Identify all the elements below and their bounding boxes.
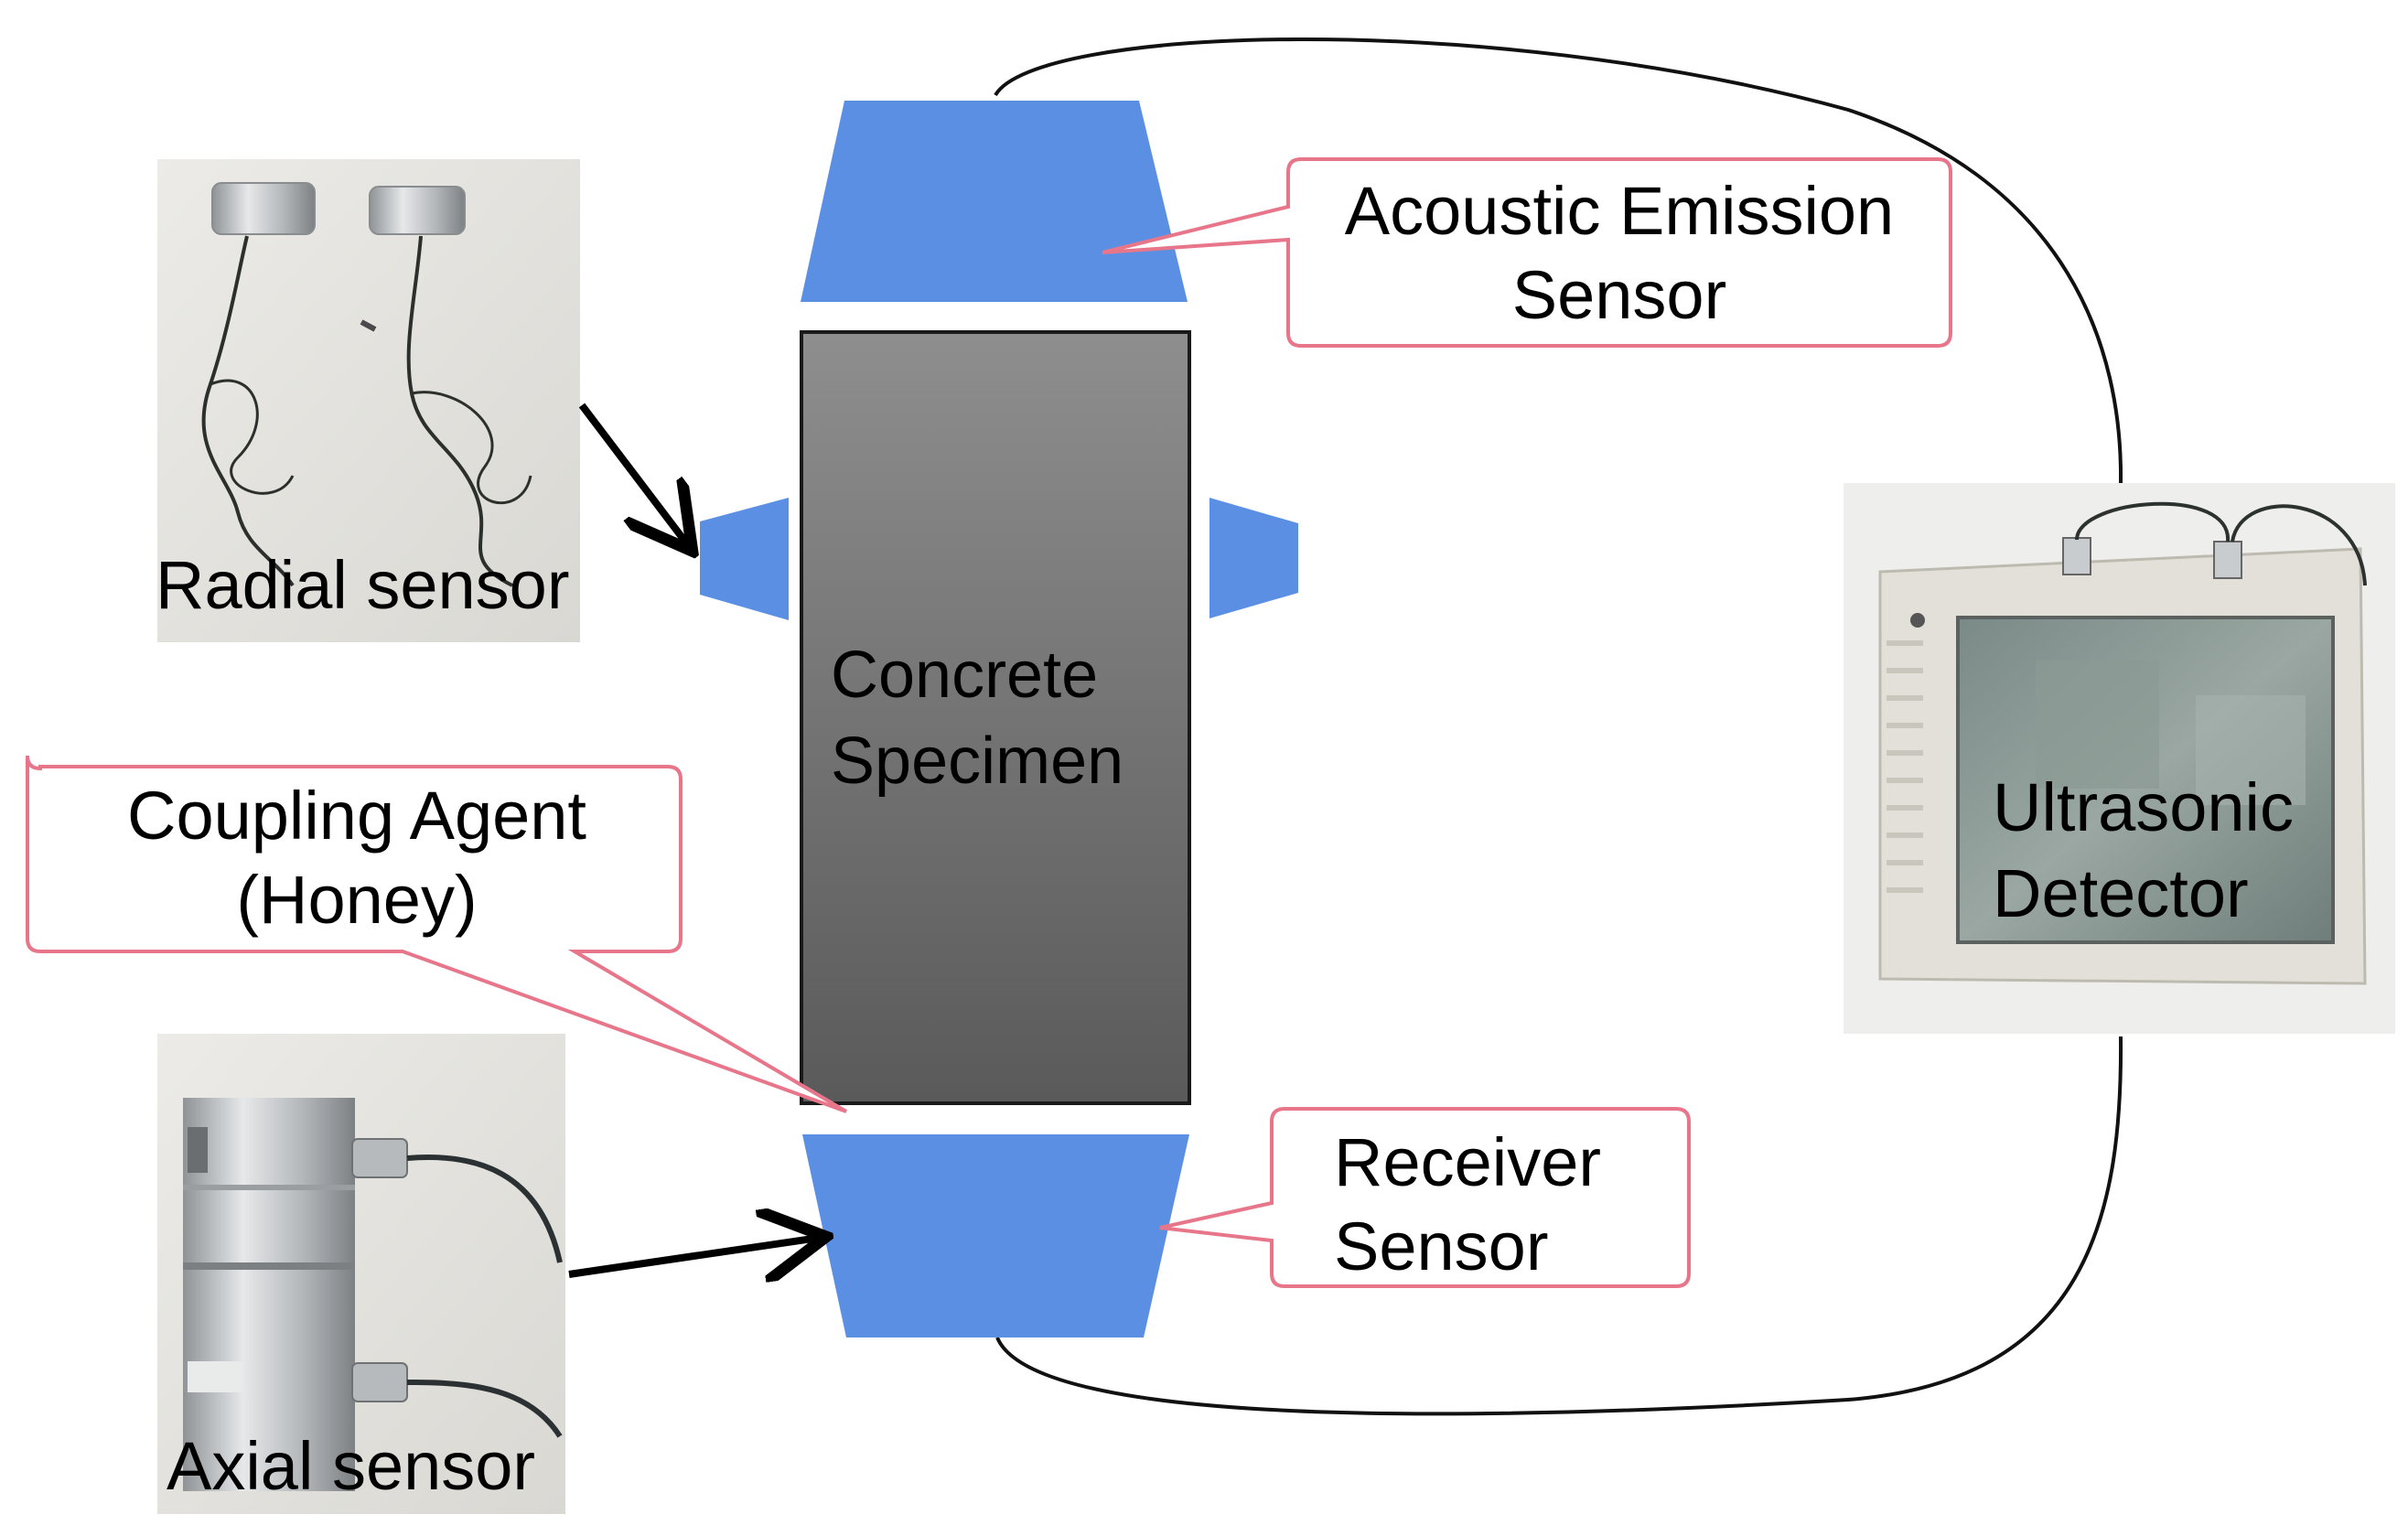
cable-bottom bbox=[995, 1036, 2123, 1416]
coupling-callout-line2: (Honey) bbox=[236, 862, 477, 938]
specimen-label-line2: Specimen bbox=[831, 725, 1123, 798]
receiver-sensor bbox=[802, 1134, 1189, 1337]
callout-acoustic-emission: Acoustic Emission Sensor bbox=[1102, 157, 1952, 348]
acoustic-callout-line2: Sensor bbox=[1512, 257, 1726, 333]
ultrasonic-detector-photo: Ultrasonic Detector bbox=[1844, 483, 2395, 1034]
coupling-callout-line1: Coupling Agent bbox=[127, 778, 586, 854]
specimen-label-line1: Concrete bbox=[831, 639, 1098, 712]
callout-coupling-agent: Coupling Agent (Honey) bbox=[26, 755, 848, 1113]
receiver-callout-line1: Receiver bbox=[1334, 1124, 1601, 1200]
detector-label-line2: Detector bbox=[1993, 855, 2249, 931]
axial-arrow bbox=[568, 1238, 819, 1274]
cable-top bbox=[994, 38, 2123, 484]
radial-sensor-left bbox=[700, 498, 789, 620]
concrete-specimen: Concrete Specimen bbox=[800, 330, 1191, 1105]
detector-label-line1: Ultrasonic bbox=[1993, 769, 2294, 845]
acoustic-callout-line1: Acoustic Emission bbox=[1345, 173, 1894, 249]
radial-sensor-label: Radial sensor bbox=[156, 547, 569, 623]
radial-sensor-photo: Radial sensor bbox=[156, 159, 580, 642]
acoustic-emission-sensor bbox=[801, 101, 1188, 302]
receiver-callout-line2: Sensor bbox=[1334, 1208, 1548, 1284]
radial-sensor-right bbox=[1209, 498, 1298, 618]
radial-arrow bbox=[578, 403, 688, 545]
axial-sensor-label: Axial sensor bbox=[167, 1428, 535, 1504]
axial-sensor-photo: Axial sensor bbox=[157, 1034, 565, 1514]
callout-receiver: Receiver Sensor bbox=[1159, 1107, 1691, 1288]
